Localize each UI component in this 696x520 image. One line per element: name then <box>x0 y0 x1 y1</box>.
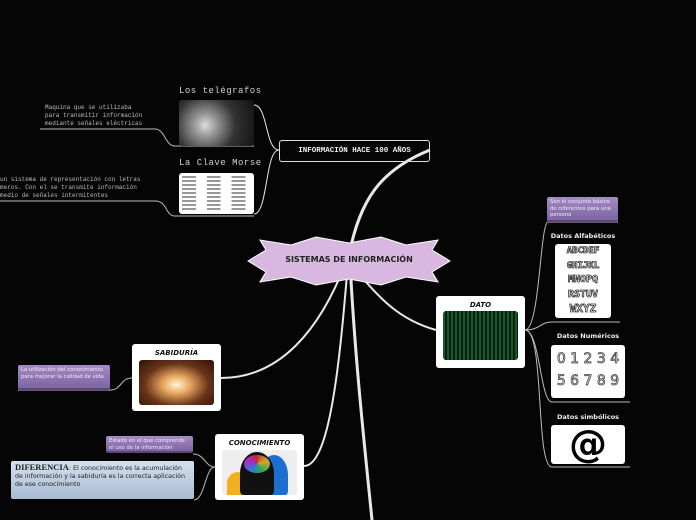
sabiduria-note: La utilización del conocimiento para mej… <box>18 365 110 390</box>
central-topic-label: SISTEMAS DE INFORMACIÓN <box>285 255 413 264</box>
central-topic[interactable]: SISTEMAS DE INFORMACIÓN <box>246 236 452 286</box>
dato-topic[interactable]: DATO <box>436 296 525 368</box>
conocimiento-topic[interactable]: CONOCIMIENTO <box>215 434 304 500</box>
datos-simbolicos-label: Datos simbólicos <box>556 413 620 421</box>
open-book-image <box>139 360 214 405</box>
sabiduria-title: SABIDURÍA <box>154 349 199 357</box>
diferencia-label: DIFERENCIA <box>15 462 69 472</box>
sabiduria-topic[interactable]: SABIDURÍA <box>132 344 221 411</box>
info-100-years-topic[interactable]: INFORMACIÓN HACE 100 AÑOS <box>279 140 430 162</box>
data-matrix-image <box>443 311 518 360</box>
telegrafos-label: Los telégrafos <box>179 86 262 96</box>
at-symbol-image: @ <box>551 425 625 464</box>
dato-note: Son el conjunto básico de referentes par… <box>547 197 618 222</box>
brain-heads-image <box>222 450 297 495</box>
telegraph-image <box>179 100 254 146</box>
diferencia-text: : El conocimiento es la acumulación de i… <box>15 465 186 488</box>
morse-description: un sistema de representación con letras … <box>0 176 141 199</box>
telegrafos-description: Maquina que se utilizaba para transmitir… <box>45 104 143 127</box>
dato-title: DATO <box>469 301 492 309</box>
datos-numericos-label: Datos Numéricos <box>556 332 620 340</box>
datos-alfabeticos-label: Datos Alfabéticos <box>550 232 616 240</box>
morse-code-image <box>179 173 254 214</box>
morse-label: La Clave Morse <box>179 158 262 168</box>
star-shape <box>247 236 451 286</box>
diferencia-note: DIFERENCIA: El conocimiento es la acumul… <box>11 461 194 499</box>
conocimiento-note: Estado en el que comprende el uso de la … <box>106 436 193 453</box>
conocimiento-title: CONOCIMIENTO <box>228 439 291 447</box>
